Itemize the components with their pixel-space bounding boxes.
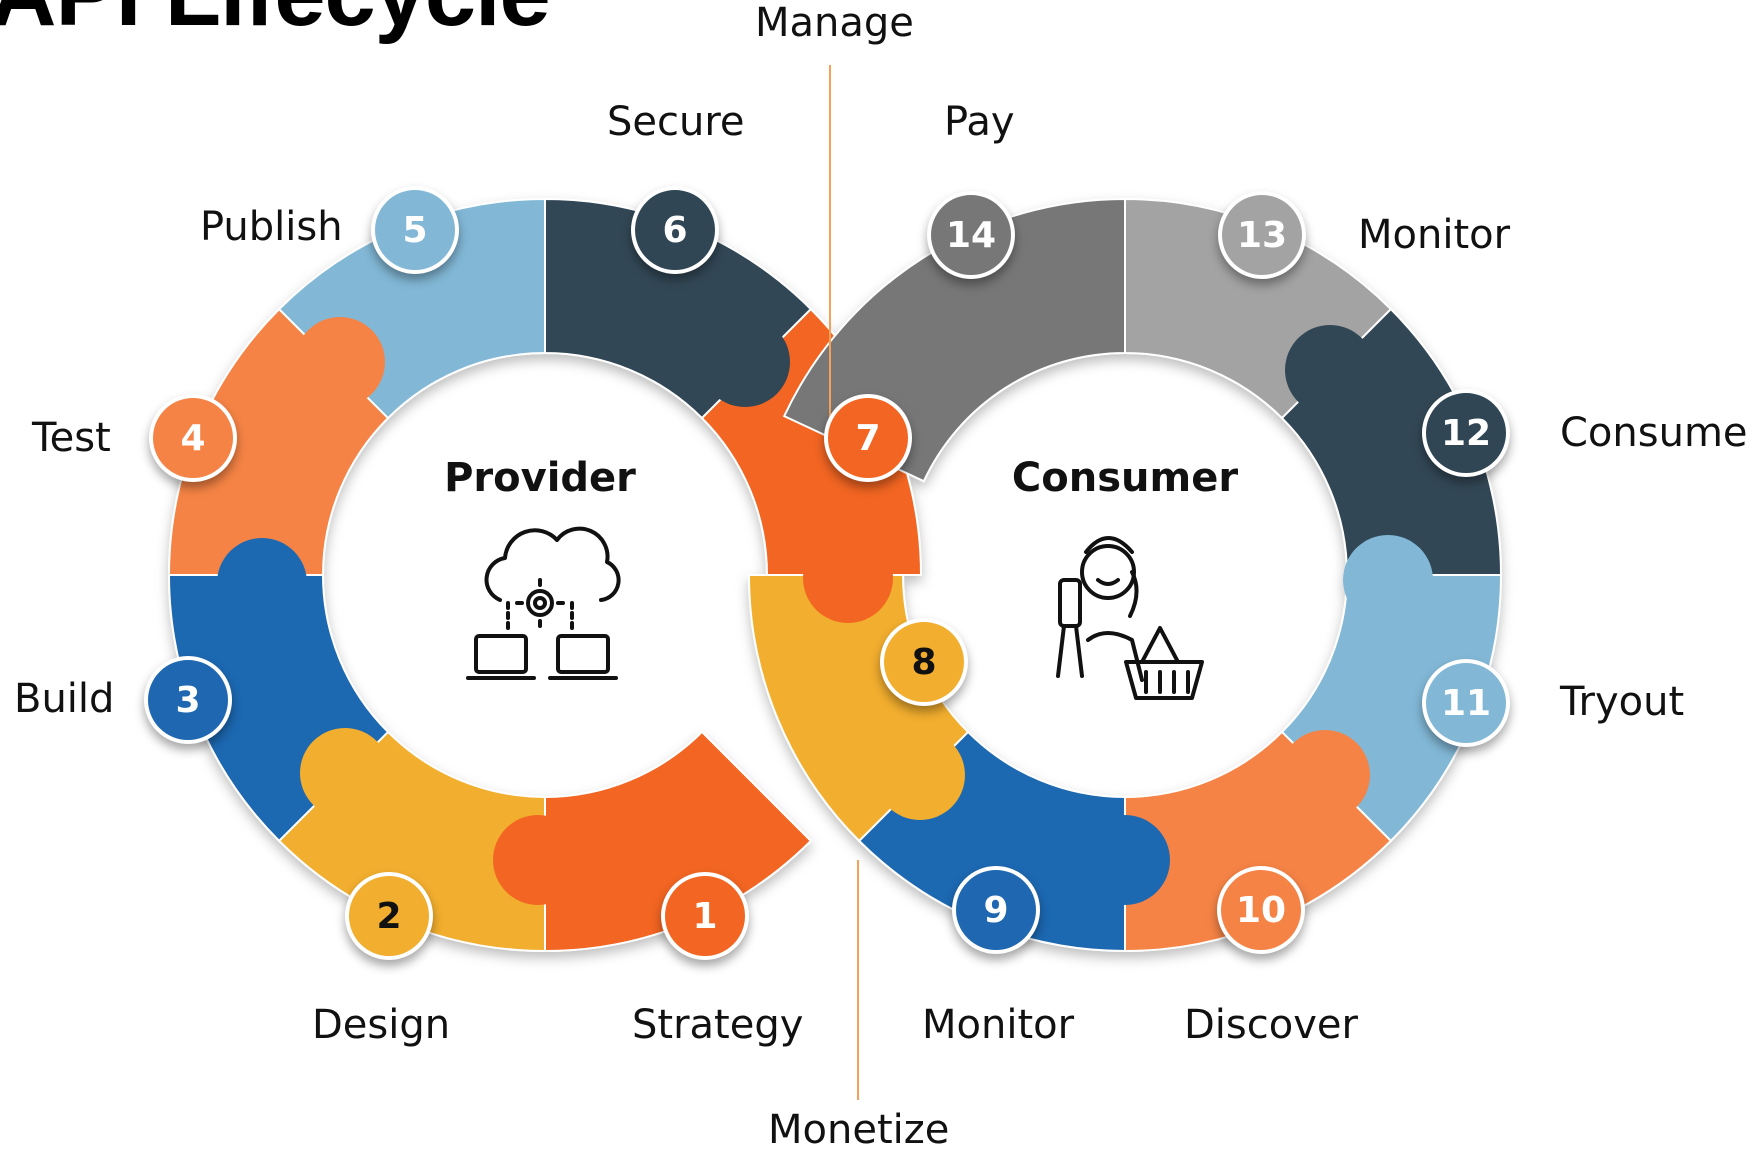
step-badge-9: 9 bbox=[952, 866, 1040, 954]
step-badge-3: 3 bbox=[144, 656, 232, 744]
step-badge-2: 2 bbox=[345, 872, 433, 960]
page-title: API Lifecycle bbox=[0, 0, 551, 47]
step-label-build: Build bbox=[14, 676, 115, 722]
step-badge-14: 14 bbox=[927, 191, 1015, 279]
step-badge-7: 7 bbox=[824, 394, 912, 482]
step-label-strategy: Strategy bbox=[632, 1002, 804, 1048]
cloud-gear-laptops-icon bbox=[466, 526, 621, 680]
step-badge-4: 4 bbox=[149, 394, 237, 482]
step-badge-1: 1 bbox=[661, 872, 749, 960]
puzzle-tab-secure bbox=[700, 317, 790, 407]
consumer-title: Consumer bbox=[1011, 455, 1239, 501]
step-label-consume: Consume bbox=[1560, 410, 1748, 456]
puzzle-tab-design bbox=[300, 728, 390, 818]
step-badge-8: 8 bbox=[880, 618, 968, 706]
step-label-pay: Pay bbox=[944, 99, 1015, 145]
step-badge-6: 6 bbox=[631, 186, 719, 274]
puzzle-tab-tryout bbox=[1343, 535, 1433, 625]
puzzle-tab-monitor-bottom bbox=[1080, 815, 1170, 905]
step-badge-5: 5 bbox=[371, 186, 459, 274]
step-badge-12: 12 bbox=[1422, 389, 1510, 477]
puzzle-tab-test bbox=[295, 317, 385, 407]
puzzle-tab-strategy bbox=[493, 815, 583, 905]
step-label-test: Test bbox=[32, 415, 111, 461]
divider-bottom-label: Monetize bbox=[768, 1107, 950, 1153]
step-label-publish: Publish bbox=[200, 204, 343, 250]
provider-title: Provider bbox=[444, 455, 636, 501]
step-label-monitor-top: Monitor bbox=[1358, 212, 1511, 258]
step-badge-11: 11 bbox=[1422, 659, 1510, 747]
puzzle-tab-build bbox=[217, 538, 307, 628]
step-label-tryout: Tryout bbox=[1560, 679, 1685, 725]
step-label-design: Design bbox=[312, 1002, 451, 1048]
shopper-basket-icon bbox=[1056, 536, 1204, 700]
divider-top-label: Manage bbox=[755, 0, 914, 46]
puzzle-tab-discover bbox=[1280, 730, 1370, 820]
step-label-discover: Discover bbox=[1184, 1002, 1358, 1048]
step-badge-13: 13 bbox=[1218, 191, 1306, 279]
step-label-secure: Secure bbox=[607, 99, 745, 145]
puzzle-tab-consume bbox=[1285, 325, 1375, 415]
step-label-monitor-bottom: Monitor bbox=[922, 1002, 1075, 1048]
puzzle-tab-manage bbox=[803, 533, 893, 623]
puzzle-tab-monetize bbox=[875, 730, 965, 820]
step-badge-10: 10 bbox=[1217, 866, 1305, 954]
